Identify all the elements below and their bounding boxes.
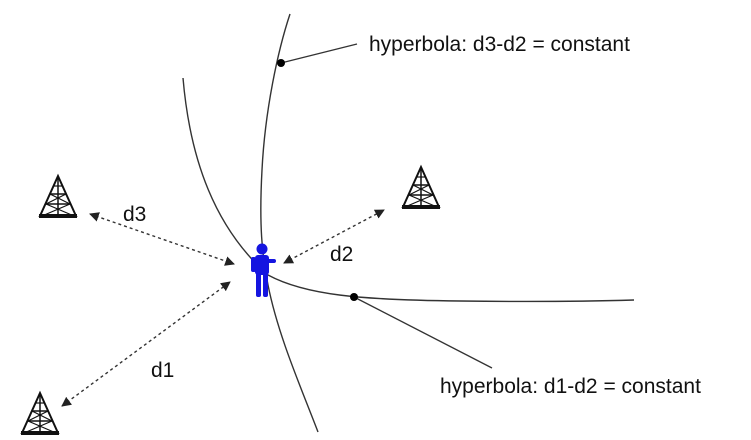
hyperbola-bottom-point bbox=[350, 293, 358, 301]
radio-tower-icon bbox=[20, 392, 60, 436]
d2-label: d2 bbox=[330, 243, 353, 266]
d2-arrow bbox=[283, 209, 385, 264]
radio-tower-icon bbox=[38, 175, 78, 219]
radio-tower-icon bbox=[401, 166, 441, 210]
d3-arrow bbox=[89, 212, 235, 266]
hyperbola-bottom-label: hyperbola: d1-d2 = constant bbox=[440, 375, 701, 398]
d1-label: d1 bbox=[151, 359, 174, 382]
hyperbola-d1-d2-curve bbox=[182, 77, 635, 303]
d3-label: d3 bbox=[123, 203, 146, 226]
d1-arrow bbox=[61, 281, 231, 407]
hyperbola-top-point bbox=[277, 59, 285, 67]
hyperbola-bottom-leader bbox=[353, 296, 493, 369]
person-icon bbox=[251, 243, 276, 297]
hyperbola-top-label: hyperbola: d3-d2 = constant bbox=[369, 33, 630, 56]
hyperbola-d3-d2-curve bbox=[260, 13, 319, 433]
hyperbola-top-leader bbox=[280, 43, 358, 64]
